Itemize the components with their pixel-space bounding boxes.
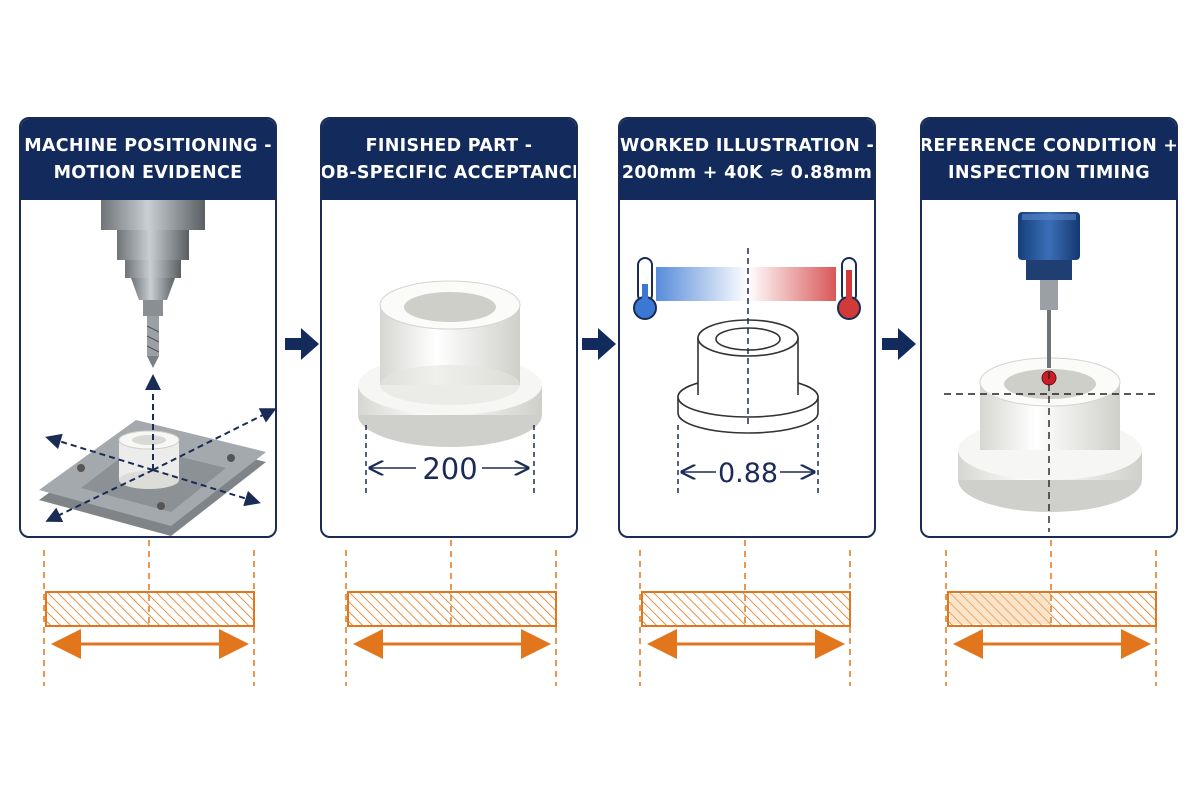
dimension-label: 0.88 (718, 458, 778, 489)
panel-body (922, 200, 1176, 536)
panel-title-line2: 200mm + 40K ≈ 0.88mm (621, 162, 873, 183)
probe-icon (1018, 212, 1080, 386)
tolerance-gauge-3 (639, 540, 851, 686)
tolerance-gauge-2 (345, 540, 557, 686)
thermometer-hot-icon (837, 257, 861, 320)
panel-body: 200 (322, 200, 576, 536)
panel-title-line1: MACHINE POSITIONING - (24, 135, 272, 156)
panel-body: 0.88 (620, 200, 874, 536)
finished-part-3d (358, 280, 542, 447)
panel-title-line1: WORKED ILLUSTRATION - (619, 135, 875, 156)
motion-axes (45, 374, 275, 523)
panel-header: FINISHED PART - JOB-SPECIFIC ACCEPTANCE (322, 119, 576, 200)
panel-title-line1: REFERENCE CONDITION + (920, 135, 1178, 156)
panel-header: MACHINE POSITIONING - MOTION EVIDENCE (21, 119, 275, 200)
hot-gradient (748, 267, 836, 301)
panel-worked-illustration: WORKED ILLUSTRATION - 200mm + 40K ≈ 0.88… (618, 117, 876, 538)
panel-title-line2: JOB-SPECIFIC ACCEPTANCE (320, 162, 578, 183)
tolerance-gauge-4 (945, 540, 1157, 686)
flow-arrow-icon (285, 328, 319, 360)
panel-reference-condition: REFERENCE CONDITION + INSPECTION TIMING (920, 117, 1178, 538)
workpiece (118, 430, 180, 489)
panel-machine-positioning: MACHINE POSITIONING - MOTION EVIDENCE (19, 117, 277, 538)
tolerance-gauge-1 (43, 540, 255, 686)
panel-header: REFERENCE CONDITION + INSPECTION TIMING (922, 119, 1176, 200)
spindle-tool-icon (101, 200, 205, 368)
panel-title-line1: FINISHED PART - (365, 135, 533, 156)
panel-title-line2: MOTION EVIDENCE (53, 162, 243, 183)
dimension-label: 200 (422, 452, 477, 486)
panel-header: WORKED ILLUSTRATION - 200mm + 40K ≈ 0.88… (620, 119, 874, 200)
panel-body (21, 200, 275, 536)
flow-arrow-icon (882, 328, 916, 360)
reference-axes (944, 372, 1158, 532)
panel-finished-part: FINISHED PART - JOB-SPECIFIC ACCEPTANCE (320, 117, 578, 538)
dimension-088 (677, 425, 819, 496)
part-outline (677, 319, 819, 434)
dimension-200 (365, 425, 535, 496)
thermometer-cold-icon (633, 257, 657, 320)
cold-gradient (656, 267, 748, 301)
panel-title-line2: INSPECTION TIMING (948, 162, 1150, 183)
flow-arrow-icon (582, 328, 616, 360)
